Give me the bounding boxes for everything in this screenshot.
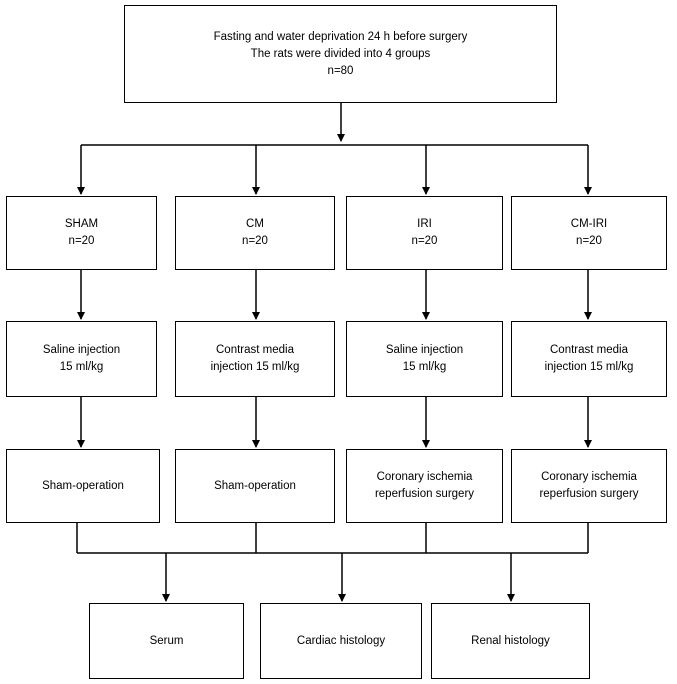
- surgery-box-cm: Sham-operation: [175, 449, 335, 523]
- output-box-cardiac-histology: Cardiac histology: [260, 603, 422, 679]
- injection-box-cm-iri: Contrast media injection 15 ml/kg: [511, 321, 667, 397]
- surgery-box-sham: Sham-operation: [6, 449, 160, 523]
- group-box-iri: IRI n=20: [346, 196, 503, 270]
- group-box-sham: SHAM n=20: [6, 196, 157, 270]
- surgery-line-2: reperfusion surgery: [374, 488, 475, 500]
- injection-line-1: Contrast media: [216, 344, 294, 356]
- output-label: Serum: [149, 634, 184, 647]
- surgery-line-1: Sham-operation: [214, 479, 296, 492]
- injection-line-1: Saline injection: [385, 344, 464, 356]
- output-label: Cardiac histology: [296, 634, 386, 647]
- injection-line-1: Saline injection: [42, 344, 121, 356]
- group-count: n=20: [576, 235, 602, 247]
- group-name: CM-IRI: [570, 218, 608, 230]
- surgery-line-2: reperfusion surgery: [539, 488, 639, 500]
- output-box-serum: Serum: [89, 603, 244, 679]
- top-box: Fasting and water deprivation 24 h befor…: [124, 5, 557, 103]
- group-name: CM: [246, 218, 264, 230]
- output-box-renal-histology: Renal histology: [431, 603, 590, 679]
- injection-box-cm: Contrast media injection 15 ml/kg: [175, 321, 335, 397]
- group-name: SHAM: [64, 218, 99, 230]
- group-box-cm-iri: CM-IRI n=20: [511, 196, 667, 270]
- group-count: n=20: [242, 235, 268, 247]
- surgery-line-1: Coronary ischemia: [376, 471, 473, 483]
- injection-line-1: Contrast media: [550, 344, 628, 356]
- injection-line-2: injection 15 ml/kg: [210, 361, 300, 373]
- injection-line-2: 15 ml/kg: [402, 361, 447, 373]
- injection-line-2: injection 15 ml/kg: [544, 361, 634, 373]
- output-label: Renal histology: [471, 634, 550, 647]
- top-line-3: n=80: [327, 64, 354, 77]
- group-count: n=20: [411, 235, 438, 247]
- injection-box-sham: Saline injection 15 ml/kg: [6, 321, 157, 397]
- group-box-cm: CM n=20: [175, 196, 335, 270]
- surgery-box-cm-iri: Coronary ischemia reperfusion surgery: [511, 449, 667, 523]
- group-name: IRI: [417, 218, 432, 230]
- surgery-line-1: Sham-operation: [42, 479, 124, 492]
- top-line-2: The rats were divided into 4 groups: [250, 47, 431, 60]
- surgery-box-iri: Coronary ischemia reperfusion surgery: [346, 449, 503, 523]
- group-count: n=20: [68, 235, 95, 247]
- injection-line-2: 15 ml/kg: [59, 361, 104, 373]
- injection-box-iri: Saline injection 15 ml/kg: [346, 321, 503, 397]
- top-line-1: Fasting and water deprivation 24 h befor…: [213, 30, 468, 43]
- surgery-line-1: Coronary ischemia: [541, 471, 637, 483]
